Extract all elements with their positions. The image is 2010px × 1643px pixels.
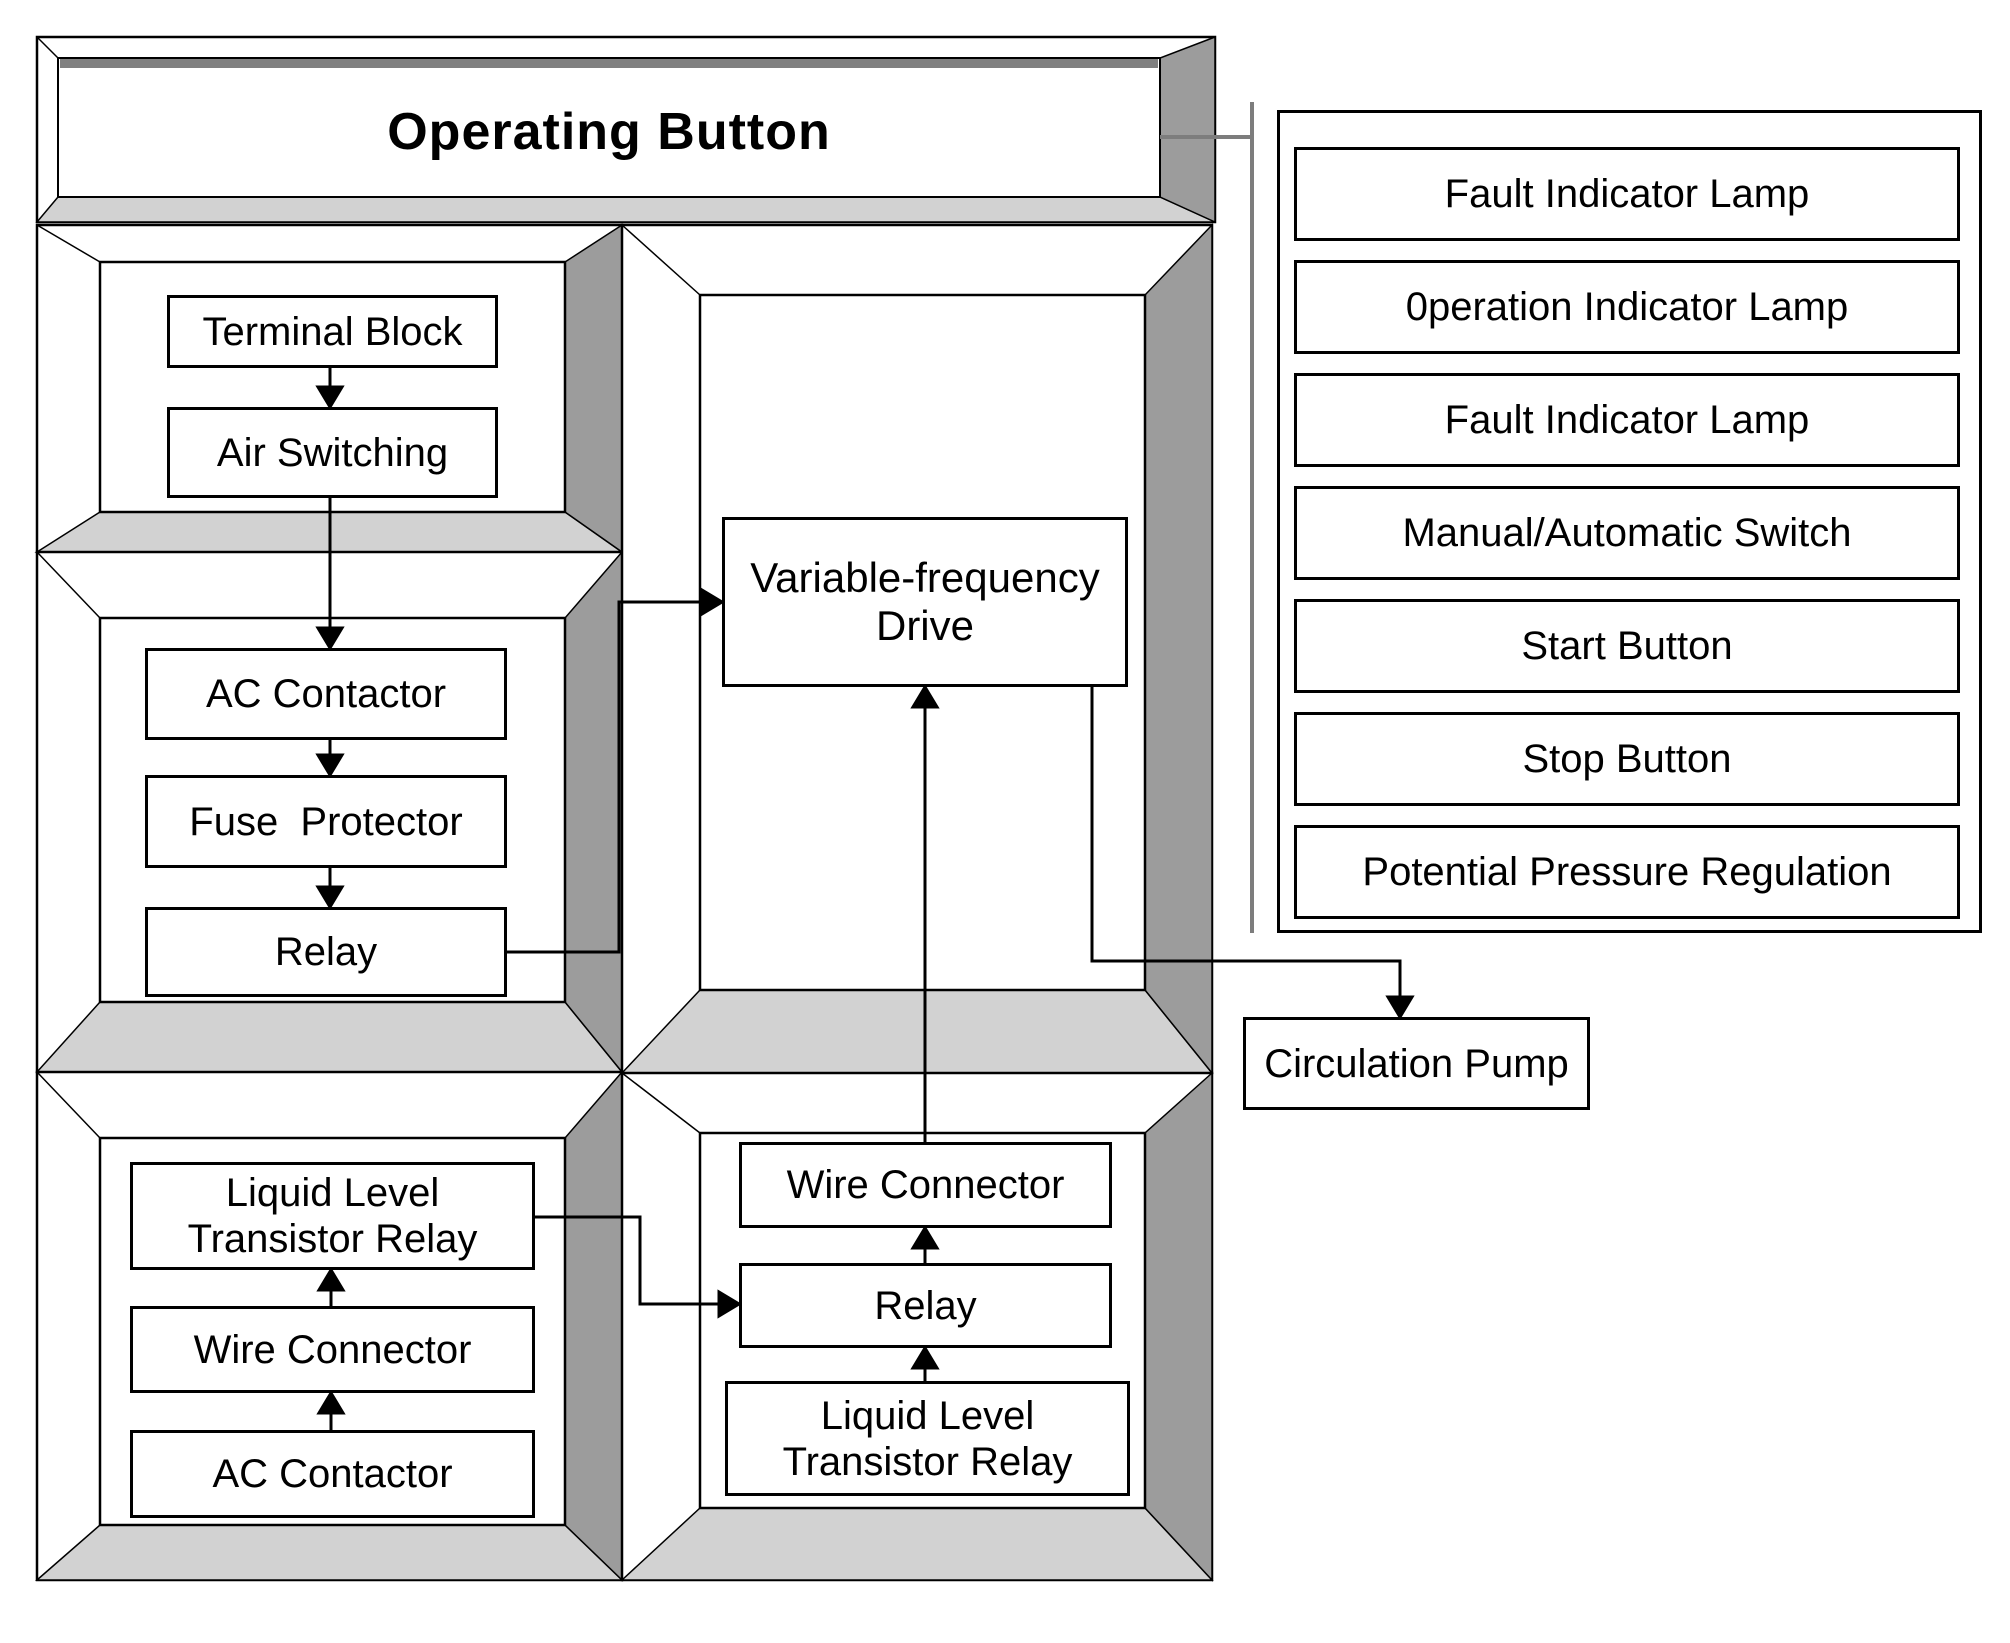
operating-button-frame (35, 35, 1217, 224)
operator-panel-item-operation-lamp: 0peration Indicator Lamp (1294, 260, 1960, 354)
arrow-relay-to-vfd (507, 587, 725, 954)
arrow-wireconnector-to-vfd (910, 684, 940, 1142)
operator-panel-item-potential-pressure-regulation: Potential Pressure Regulation (1294, 825, 1960, 919)
arrow-wireconnector-to-lltr (316, 1267, 346, 1306)
flow-arrows (315, 368, 1415, 1430)
arrow-accontactor-to-fuse (315, 740, 345, 778)
terminal-block-box: Terminal Block (167, 295, 498, 368)
operating-button-connector (1160, 102, 1254, 933)
arrow-fuse-to-relay (315, 868, 345, 910)
arrow-vfd-to-pump (1090, 687, 1415, 1020)
arrow-relaymid-to-wireconnector (910, 1225, 940, 1263)
operator-panel-item-fault-lamp-1: Fault Indicator Lamp (1294, 147, 1960, 241)
ac-contactor-upper-box: AC Contactor (145, 648, 507, 740)
air-switching-box: Air Switching (167, 407, 498, 498)
operator-panel-item-fault-lamp-2: Fault Indicator Lamp (1294, 373, 1960, 467)
circulation-pump-box: Circulation Pump (1243, 1017, 1590, 1110)
wire-connector-mid-box: Wire Connector (739, 1142, 1112, 1228)
arrow-lltrmid-to-relaymid (910, 1345, 940, 1381)
arrow-air-to-accontactor (315, 498, 345, 651)
operator-panel-item-start-button: Start Button (1294, 599, 1960, 693)
arrow-lltrleft-to-relaymid (535, 1215, 742, 1319)
liquid-level-transistor-relay-mid-box: Liquid Level Transistor Relay (725, 1381, 1130, 1496)
liquid-level-transistor-relay-left-box: Liquid Level Transistor Relay (130, 1162, 535, 1270)
wire-connector-left-box: Wire Connector (130, 1306, 535, 1393)
fuse-protector-box: Fuse Protector (145, 775, 507, 868)
operator-panel-item-manual-automatic-switch: Manual/Automatic Switch (1294, 486, 1960, 580)
relay-left-box: Relay (145, 907, 507, 997)
relay-mid-box: Relay (739, 1263, 1112, 1348)
ac-contactor-lower-box: AC Contactor (130, 1430, 535, 1518)
arrow-accontactor2-to-wireconnector (316, 1390, 346, 1430)
operator-panel-item-stop-button: Stop Button (1294, 712, 1960, 806)
operator-panel: Fault Indicator Lamp 0peration Indicator… (1277, 110, 1982, 933)
variable-frequency-drive-box: Variable-frequency Drive (722, 517, 1128, 687)
operating-button-title: Operating Button (387, 103, 831, 161)
arrow-terminal-to-air (315, 368, 345, 410)
